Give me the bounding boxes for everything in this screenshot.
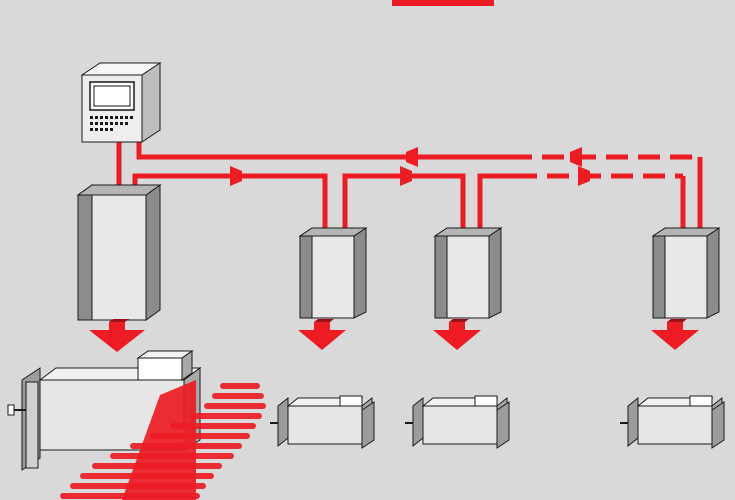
control-panel-icon <box>80 62 162 143</box>
arrow-return-2 <box>570 147 582 167</box>
servo-drive-icon <box>298 227 368 319</box>
arrow-down-icon <box>651 319 699 350</box>
arrow-forward-2 <box>400 166 412 186</box>
arrow-down-icon <box>298 319 346 350</box>
motor-icon <box>620 395 725 449</box>
servo-drive-icon <box>433 227 503 319</box>
header-tab <box>392 0 494 6</box>
arrow-return-1 <box>406 147 418 167</box>
arrow-forward-3 <box>578 166 590 186</box>
linear-motor-icon <box>7 350 266 500</box>
link-drive-3-solid <box>477 173 515 232</box>
servo-drive-icon <box>651 227 721 319</box>
power-flow-arrows <box>89 319 699 352</box>
signal-arrows <box>230 147 590 186</box>
servo-drive-icon <box>76 184 162 321</box>
arrow-forward-1 <box>230 166 242 186</box>
link-return-solid <box>136 140 510 160</box>
motor-icon <box>405 395 510 449</box>
arrow-down-icon <box>89 319 145 352</box>
motor-icon <box>270 395 375 449</box>
arrow-down-icon <box>433 319 481 350</box>
